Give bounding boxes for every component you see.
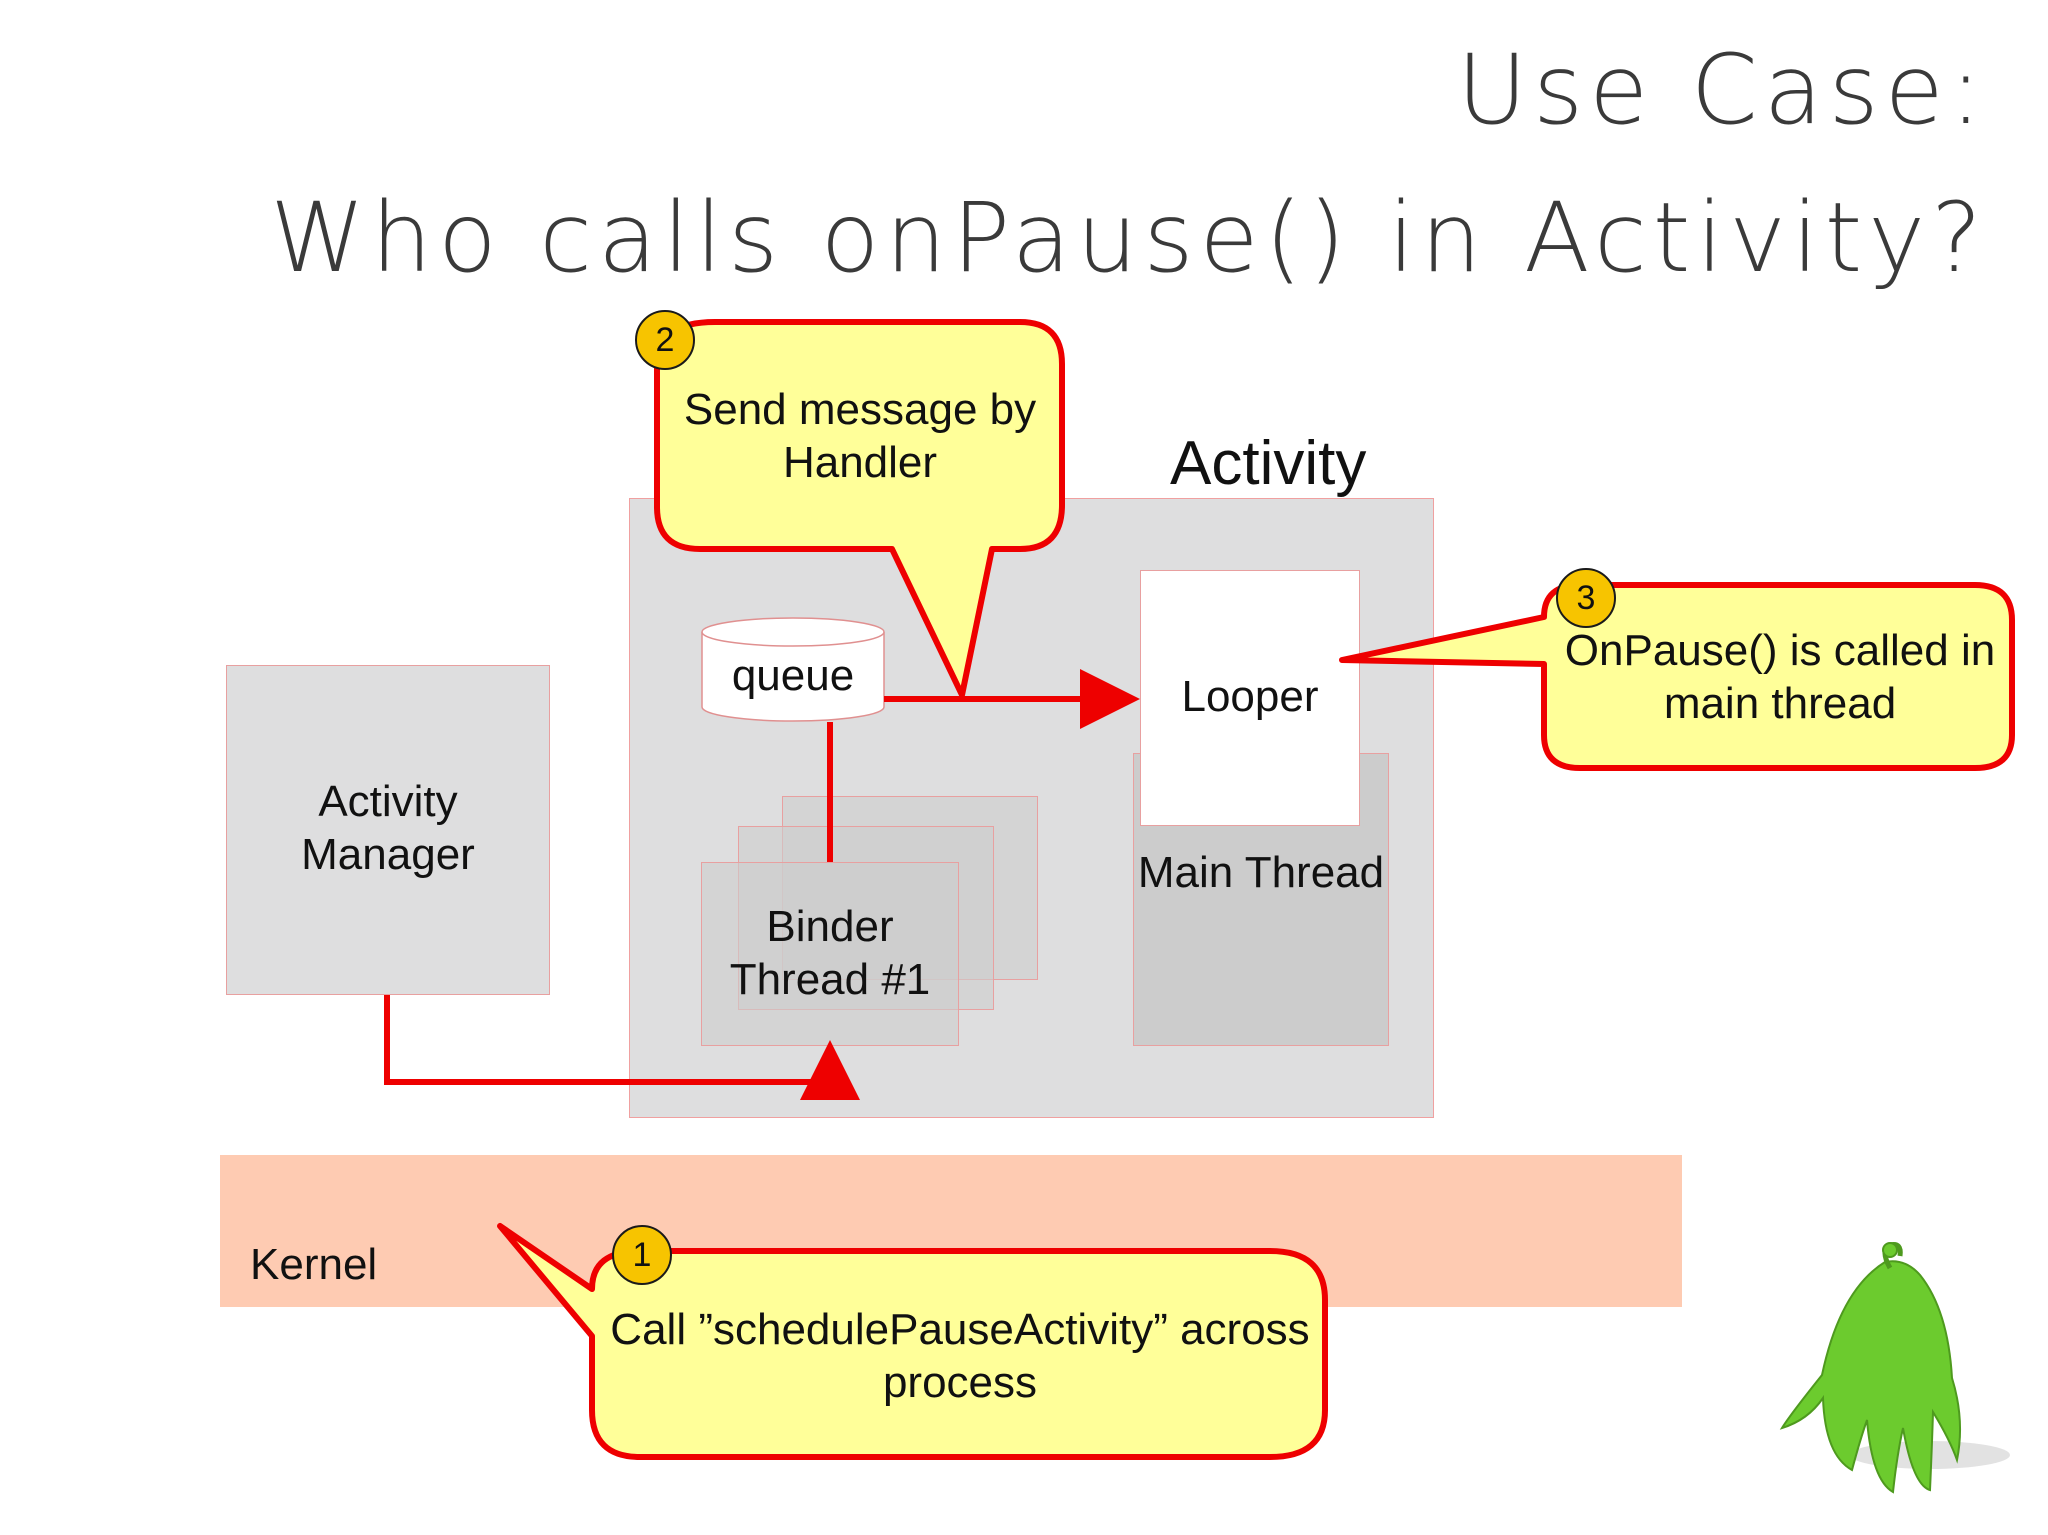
queue-label: queue: [731, 651, 855, 700]
callout-2-text: Send message by Handler: [683, 385, 1037, 487]
callout-1-bubble: [497, 1223, 1328, 1460]
step-badge-2: 2: [635, 310, 695, 370]
activity-label: Activity: [1170, 429, 1367, 498]
kernel-label: Kernel: [250, 1240, 378, 1289]
callout-1-text: Call ”schedulePauseActivity” across proc…: [610, 1305, 1310, 1407]
looper-box: [1140, 570, 1360, 826]
am-to-binder-arrow: [384, 995, 860, 1100]
callout-3-bubble: [1339, 582, 2015, 771]
step-badge-1: 1: [612, 1225, 672, 1285]
step-badge-3: 3: [1556, 568, 1616, 628]
activity-manager-label: Activity Manager: [301, 777, 475, 879]
looper-label: Looper: [1181, 672, 1319, 721]
main-thread-label: Main Thread: [1137, 848, 1385, 897]
slide-title-line-1: Use Case:: [1456, 34, 1988, 146]
binder-thread-box-front: [701, 862, 959, 1046]
binder-thread-label: Binder Thread #1: [729, 902, 931, 1004]
green-android-mascot-icon: [1779, 1242, 2010, 1494]
activity-manager-box: [226, 665, 550, 995]
slide-title-line-2: Who calls onPause() in Activity?: [270, 182, 1988, 294]
queue-cylinder-icon: [701, 617, 885, 722]
callout-3-text: OnPause() is called in main thread: [1564, 626, 1996, 728]
